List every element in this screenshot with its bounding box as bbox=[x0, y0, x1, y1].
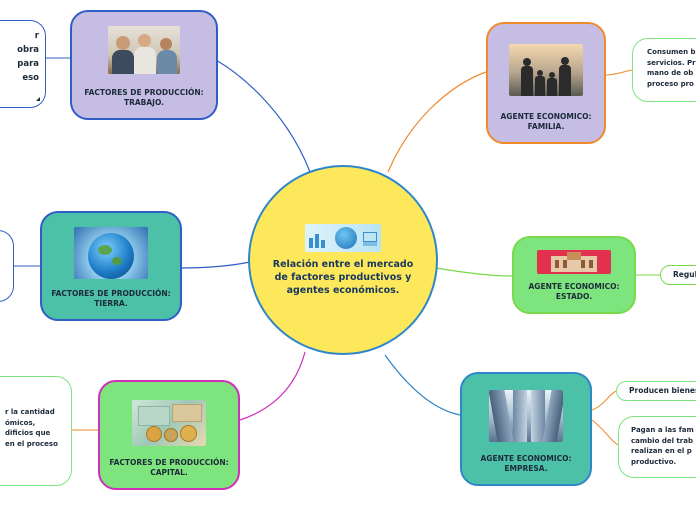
link-trabajo bbox=[215, 59, 311, 173]
money-coins-photo bbox=[132, 400, 206, 446]
link-empresa-leaf2 bbox=[591, 419, 619, 446]
link-familia bbox=[387, 71, 487, 173]
link-empresa-leaf1 bbox=[591, 390, 617, 411]
central-topic[interactable]: Relación entre el mercado de factores pr… bbox=[248, 165, 438, 355]
family-silhouette-photo bbox=[509, 44, 583, 96]
link-tierra bbox=[180, 261, 251, 269]
expand-corner-icon[interactable] bbox=[36, 97, 40, 101]
node-capital[interactable]: FACTORES DE PRODUCCIÓN: CAPITAL. bbox=[98, 380, 240, 490]
link-capital bbox=[239, 351, 306, 421]
node-trabajo-label: FACTORES DE PRODUCCIÓN: TRABAJO. bbox=[84, 88, 204, 107]
node-trabajo[interactable]: FACTORES DE PRODUCCIÓN: TRABAJO. bbox=[70, 10, 218, 120]
leaf-trabajo[interactable]: r obra para eso bbox=[0, 20, 46, 108]
leaf-estado[interactable]: Regul bbox=[660, 265, 696, 285]
node-familia[interactable]: AGENTE ECONOMICO: FAMILIA. bbox=[486, 22, 606, 144]
leaf-tierra[interactable] bbox=[0, 230, 14, 302]
node-estado[interactable]: AGENTE ECONOMICO: ESTADO. bbox=[512, 236, 636, 314]
central-topic-title: Relación entre el mercado de factores pr… bbox=[272, 258, 414, 296]
node-empresa[interactable]: AGENTE ECONOMICO: EMPRESA. bbox=[460, 372, 592, 486]
leaf-familia[interactable]: Consumen b servicios. Pr mano de ob proc… bbox=[632, 38, 696, 102]
node-tierra-label: FACTORES DE PRODUCCIÓN: TIERRA. bbox=[51, 289, 171, 308]
office-team-photo bbox=[108, 26, 180, 74]
leaf-capital[interactable]: r la cantidad ómicos, dificios que en el… bbox=[0, 376, 72, 486]
leaf-empresa-1[interactable]: Producen bienes bbox=[616, 381, 696, 401]
node-capital-label: FACTORES DE PRODUCCIÓN: CAPITAL. bbox=[109, 458, 229, 477]
node-familia-label: AGENTE ECONOMICO: FAMILIA. bbox=[500, 112, 592, 131]
node-estado-label: AGENTE ECONOMICO: ESTADO. bbox=[528, 282, 620, 301]
world-economy-collage-icon bbox=[305, 223, 381, 252]
leaf-empresa-2[interactable]: Pagan a las fam cambio del trab realizan… bbox=[618, 416, 696, 478]
link-estado bbox=[435, 267, 513, 277]
link-empresa bbox=[384, 354, 461, 416]
earth-globe-photo bbox=[74, 227, 148, 279]
government-building-icon bbox=[537, 250, 611, 274]
node-tierra[interactable]: FACTORES DE PRODUCCIÓN: TIERRA. bbox=[40, 211, 182, 321]
office-towers-photo bbox=[489, 390, 563, 442]
node-empresa-label: AGENTE ECONOMICO: EMPRESA. bbox=[480, 454, 572, 473]
link-familia-leaf bbox=[604, 69, 633, 76]
